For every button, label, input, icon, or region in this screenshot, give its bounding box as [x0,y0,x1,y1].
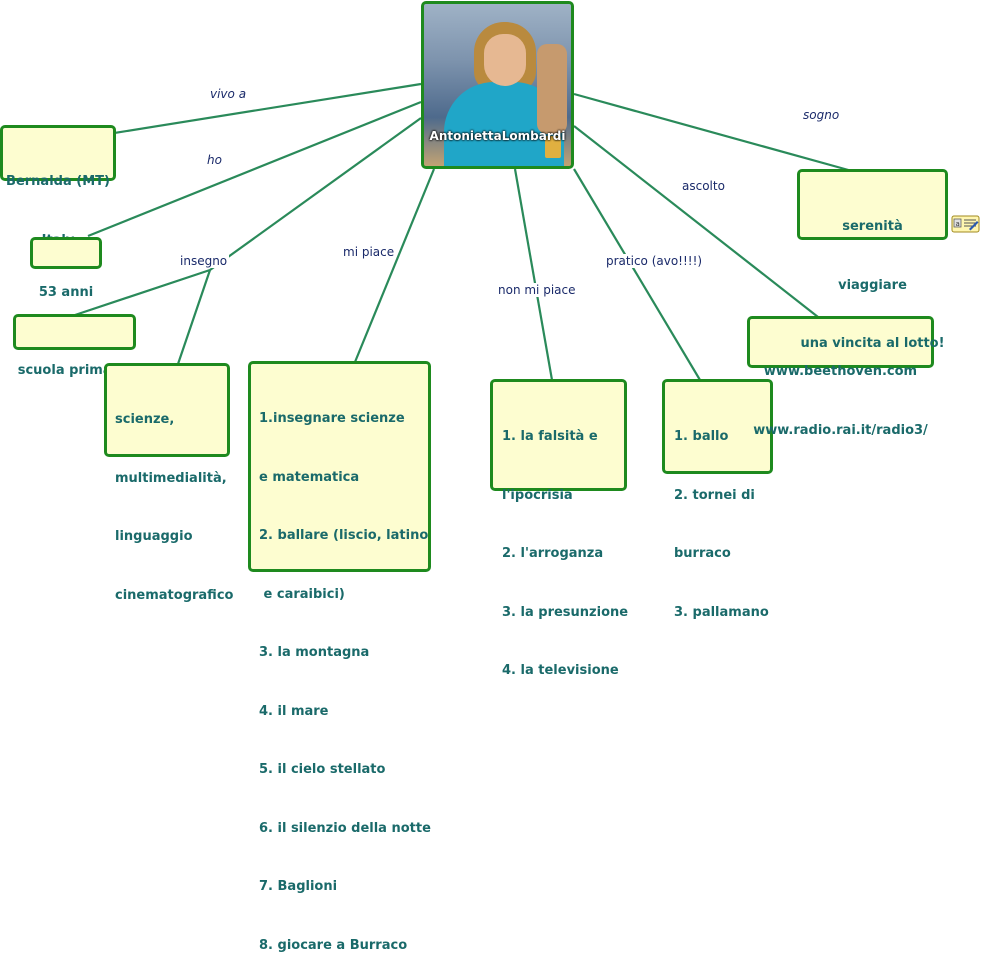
relation-ho: ho [205,153,224,167]
link-ho [87,100,422,238]
link-non-mi-piace [513,168,554,381]
central-topic-photo[interactable]: AntoniettaLombardi [421,1,574,169]
link-insegno-materie [176,269,212,365]
node-bernalda[interactable]: Bernalda (MT) Italy [0,125,116,248]
relation-ascolto: ascolto [680,179,727,193]
relation-vivo-a: vivo a [208,87,249,101]
node-mi-piace[interactable]: 1.insegnare scienze e matematica 2. ball… [248,361,431,953]
central-topic-name: AntoniettaLombardi [429,129,566,143]
link-pratico [573,168,701,381]
link-lines [71,82,853,381]
link-ascolto [573,125,819,318]
note-attachment-icon[interactable]: a [951,214,981,234]
node-scuola[interactable]: scuola primaria [13,314,136,378]
relation-pratico: pratico (avo!!!!) [604,254,705,268]
relation-non-mi-piace: non mi piace [496,283,578,297]
node-materie[interactable]: scienze, multimedialità, linguaggio cine… [104,363,233,603]
relation-mi-piace: mi piace [341,245,397,259]
svg-text:a: a [956,220,960,228]
node-sogno[interactable]: serenità viaggiare una vincita al lotto! [797,169,948,351]
link-sogno [573,92,853,173]
link-insegno [209,117,422,271]
link-insegno-scuola [71,268,211,318]
node-non-mi-piace[interactable]: 1. la falsità e l'ipocrisia 2. l'arrogan… [490,379,628,678]
node-eta[interactable]: 53 anni [30,237,102,300]
node-ascolto[interactable]: www.beethoven.com www.radio.rai.it/radio… [747,316,934,438]
link-vivo-a [107,82,422,136]
relation-insegno: insegno [178,254,230,268]
link-mi-piace [353,168,436,363]
relation-sogno: sogno [801,108,842,122]
